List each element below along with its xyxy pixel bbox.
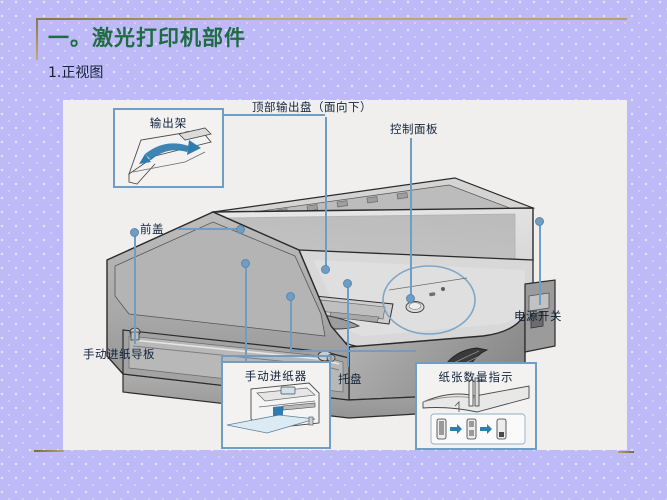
leader-paper-level-v: [290, 296, 292, 351]
leader-manual-feeder-bracket-left: [221, 355, 223, 362]
leader-control-panel: [410, 138, 412, 298]
label-front-cover: 前盖: [140, 222, 164, 236]
leader-front-cover: [178, 228, 238, 230]
callout-dot-manual-feed-guide: [130, 228, 139, 237]
leader-manual-feeder-stem: [245, 263, 247, 361]
leader-manual-feeder-bracket-top: [221, 355, 331, 357]
callout-dot-control-panel: [406, 294, 415, 303]
callout-dot-front-cover: [236, 225, 245, 234]
label-power-switch: 电源开关: [514, 309, 562, 323]
inset-caption-output-support: 输出架: [149, 116, 188, 130]
title-rule-left: [36, 18, 38, 60]
label-control-panel: 控制面板: [390, 122, 438, 136]
printer-front-view-figure: 顶部输出盘（面向下） 控制面板 输出架 前盖 手动进纸导板: [63, 100, 627, 450]
label-tray: 托盘: [338, 372, 362, 386]
inset-manual-feeder: 手动进纸器: [221, 361, 331, 449]
inset-output-support: 输出架: [113, 108, 224, 188]
leader-manual-feeder-bracket-right: [330, 355, 332, 362]
label-top-output-tray: 顶部输出盘（面向下）: [252, 100, 372, 114]
slide-title: 一。激光打印机部件: [48, 26, 246, 50]
footer-rule-left: [34, 450, 64, 452]
callout-dot-tray: [343, 279, 352, 288]
output-support-drawing: [128, 127, 212, 185]
footer-rule-right: [618, 451, 634, 453]
callout-dot-top-output-tray: [321, 265, 330, 274]
inset-paper-level-indicator: 纸张数量指示: [415, 362, 537, 450]
title-rule-top: [36, 18, 627, 20]
leader-paper-level-h: [290, 350, 416, 352]
leader-power-switch: [539, 221, 541, 305]
leader-manual-feed-guide: [134, 232, 136, 344]
leader-tray: [347, 283, 349, 367]
leader-top-output-tray: [325, 117, 327, 269]
label-manual-feed-guide: 手动进纸导板: [83, 347, 155, 361]
manual-feeder-drawing: [226, 382, 320, 434]
callout-dot-paper-level: [286, 292, 295, 301]
callout-dot-power-switch: [535, 217, 544, 226]
inset-caption-paper-level-indicator: 纸张数量指示: [438, 370, 514, 384]
inset-caption-manual-feeder: 手动进纸器: [244, 369, 308, 383]
leader-output-support-h: [224, 114, 325, 116]
slide-subtitle: 1.正视图: [48, 65, 104, 81]
paper-level-drawing: [422, 377, 530, 445]
callout-dot-manual-feeder: [241, 259, 250, 268]
